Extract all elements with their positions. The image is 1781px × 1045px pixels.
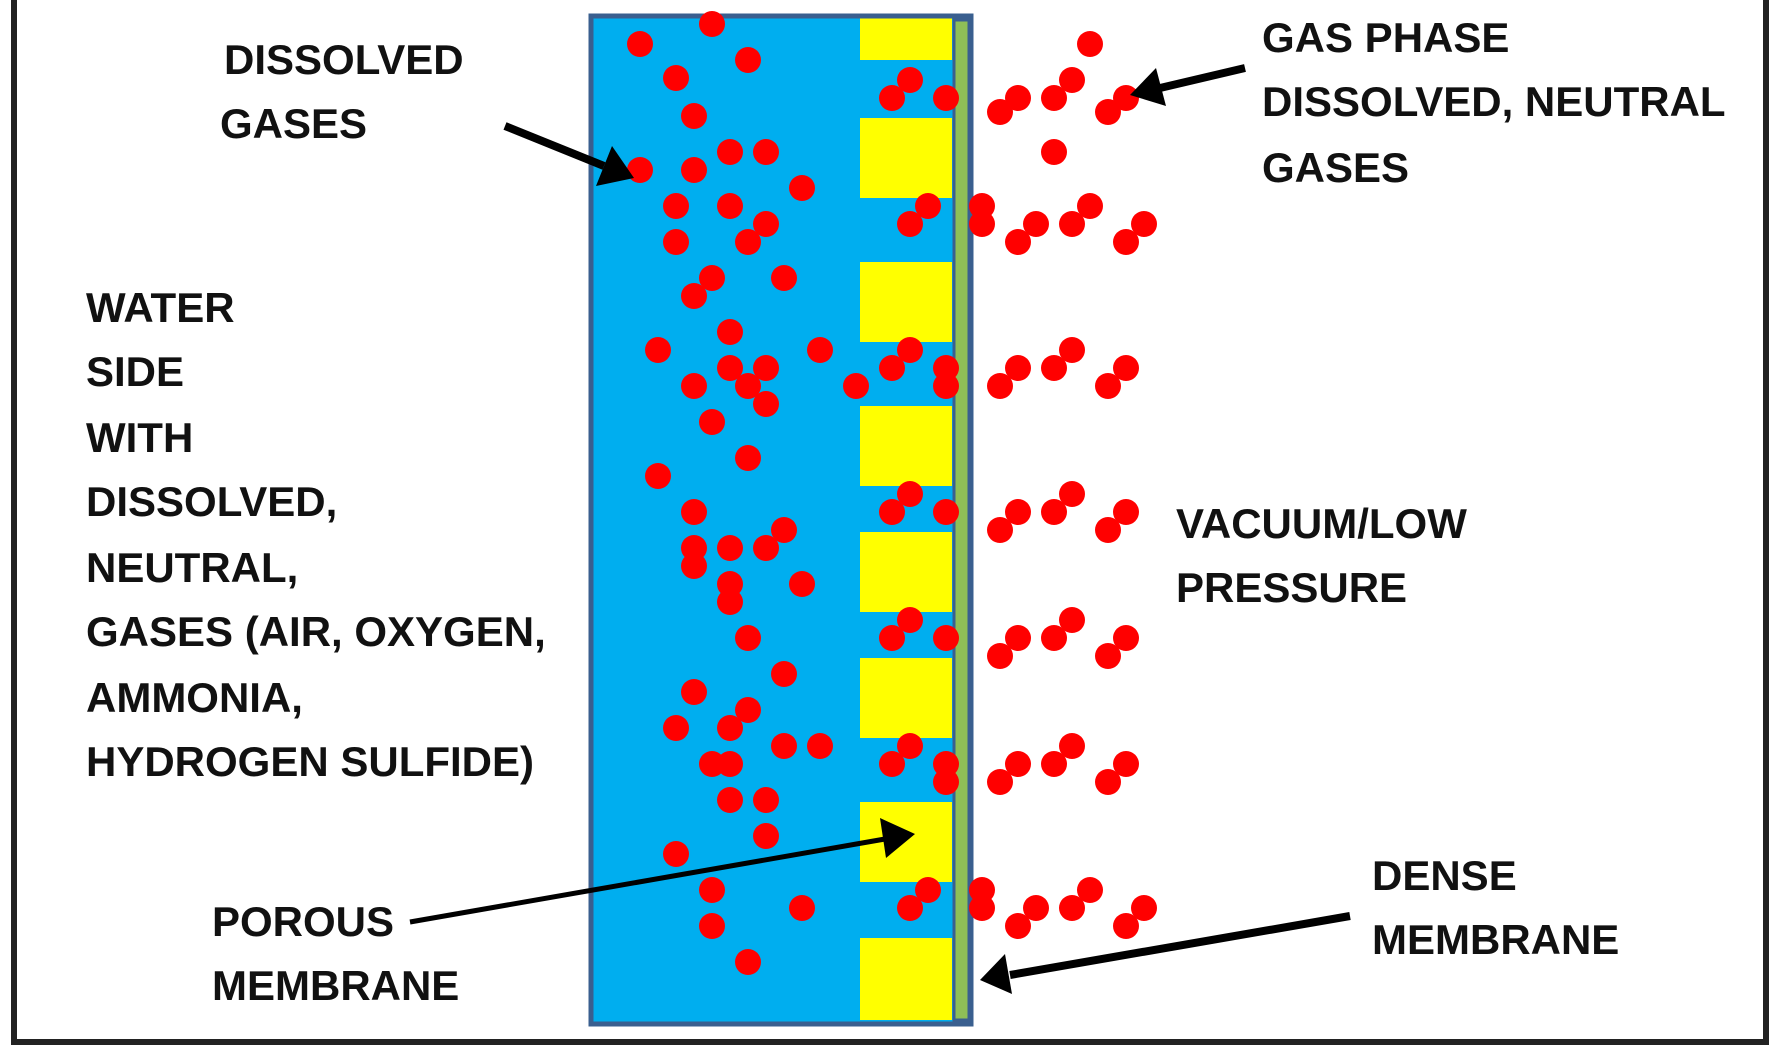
porous-membrane-label: POROUS MEMBRANE (212, 898, 459, 1009)
label-line: POROUS (212, 898, 394, 945)
porous-membrane-arrow (409, 818, 915, 925)
gas-phase-label: GAS PHASE DISSOLVED, NEUTRAL GASES (1262, 14, 1737, 191)
callout-arrows (409, 64, 1351, 994)
porous-pore-block (860, 118, 952, 198)
label-line: GASES (220, 100, 367, 147)
porous-pore-block (860, 532, 952, 612)
label-line: NEUTRAL, (86, 544, 298, 591)
label-line: AMMONIA, (86, 674, 303, 721)
label-line: HYDROGEN SULFIDE) (86, 738, 534, 785)
label-line: MEMBRANE (212, 962, 459, 1009)
label-line: SIDE (86, 348, 184, 395)
vacuum-label: VACUUM/LOW PRESSURE (1176, 500, 1479, 611)
label-line: VACUUM/LOW (1176, 500, 1467, 547)
porous-pore-block (860, 16, 952, 60)
channel-outline (588, 13, 974, 1027)
porous-membrane (860, 16, 952, 1020)
porous-pore-block (860, 938, 952, 1020)
porous-pore-block (860, 658, 952, 738)
label-line: DISSOLVED, (86, 478, 337, 525)
label-line: GASES (1262, 144, 1409, 191)
label-line: MEMBRANE (1372, 916, 1619, 963)
label-line: DISSOLVED (224, 36, 464, 83)
porous-pore-block (860, 262, 952, 342)
dissolved-gases-label: DISSOLVED GASES (220, 36, 475, 147)
label-line: WATER (86, 284, 235, 331)
label-line: GAS PHASE (1262, 14, 1509, 61)
diagram-frame (11, 0, 1769, 1045)
dissolved-gas-molecules (627, 11, 869, 975)
gas-phase-molecules (879, 31, 1157, 939)
dense-membrane-label: DENSE MEMBRANE (1372, 852, 1619, 963)
label-line: WITH (86, 414, 193, 461)
water-side-label: WATER SIDE WITH DISSOLVED, NEUTRAL, GASE… (86, 284, 557, 785)
label-line: GASES (AIR, OXYGEN, (86, 608, 546, 655)
gas-phase-arrow (1130, 64, 1246, 106)
label-line: PRESSURE (1176, 564, 1407, 611)
label-line: DISSOLVED, NEUTRAL (1262, 78, 1725, 125)
dissolved-gases-arrow (503, 122, 634, 186)
label-line: DENSE (1372, 852, 1517, 899)
porous-pore-block (860, 406, 952, 486)
dense-membrane-arrow (980, 912, 1351, 994)
dense-membrane (952, 18, 971, 1022)
